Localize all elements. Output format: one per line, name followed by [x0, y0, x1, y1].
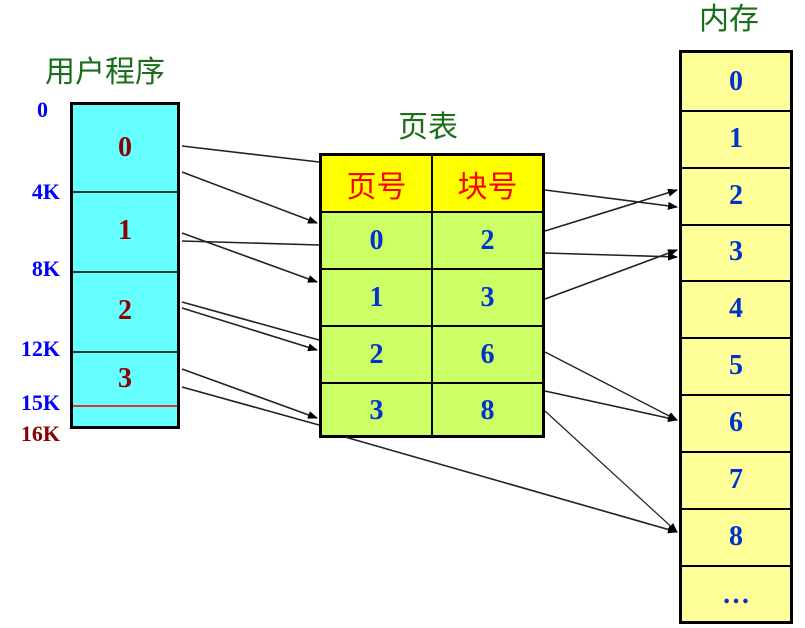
program-page-label: 0 [118, 132, 132, 163]
page-table-row: 2 6 [322, 327, 542, 384]
arrow-table-to-memory [544, 410, 678, 533]
page-number: 3 [322, 384, 433, 438]
memory-block: 1 [682, 110, 790, 169]
memory-block: 7 [682, 451, 790, 510]
program-title: 用户程序 [45, 56, 165, 89]
page-table-title: 页表 [398, 111, 458, 144]
memory-block-label: … [722, 578, 750, 610]
arrow-table-to-memory [544, 249, 678, 300]
arrow-table-to-memory [544, 351, 678, 421]
user-program: 0 1 2 3 [70, 102, 180, 429]
memory-block-label: 4 [729, 292, 743, 324]
block-number: 6 [480, 338, 495, 370]
memory-block-label: 6 [729, 406, 743, 438]
memory-block: 0 [682, 53, 790, 112]
address-label: 0 [37, 97, 48, 122]
memory-block-label: 3 [729, 236, 743, 267]
memory-block-label: 8 [729, 520, 743, 552]
arrow-table-to-memory [544, 189, 678, 210]
block-number: 2 [480, 224, 495, 256]
memory-block: 2 [682, 167, 790, 226]
program-page: 1 [73, 191, 177, 273]
arrow-line [181, 145, 320, 163]
memory-block-label: 7 [729, 463, 743, 495]
memory: 0 1 2 3 4 5 6 7 8 … [679, 50, 793, 624]
page-number: 0 [322, 213, 433, 268]
program-page: 0 [73, 105, 177, 193]
address-label: 12K [20, 336, 60, 361]
page-table: 页号 块号 0 2 1 3 2 6 3 8 [319, 153, 545, 438]
arrow-table-to-memory [544, 188, 678, 232]
memory-block-label: 2 [729, 179, 743, 211]
program-page: 3 [73, 351, 177, 421]
arrow-program-to-table [181, 368, 318, 419]
arrow-line [181, 240, 320, 246]
block-number: 8 [480, 395, 495, 426]
block-number: 3 [480, 281, 495, 313]
arrow-table-to-memory [344, 436, 678, 534]
memory-title: 内存 [699, 3, 759, 36]
end-of-program-marker [73, 405, 177, 407]
memory-block-label: 1 [729, 122, 743, 154]
page-table-header: 页号 块号 [322, 156, 542, 213]
page-number: 1 [322, 270, 433, 325]
arrow-table-to-memory [544, 252, 678, 261]
memory-block: … [682, 565, 790, 624]
memory-block: 4 [682, 280, 790, 339]
arrow-line [181, 301, 320, 341]
address-label: 4K [31, 179, 60, 204]
program-page-label: 3 [118, 363, 132, 394]
address-label: 15K [20, 390, 60, 415]
program-page-label: 1 [118, 215, 132, 246]
program-page-label: 2 [118, 295, 132, 326]
program-page: 2 [73, 271, 177, 353]
arrow-program-to-table [181, 232, 318, 283]
arrow-table-to-memory [544, 390, 678, 422]
header-page-number: 页号 [322, 156, 433, 211]
page-table-row: 3 8 [322, 384, 542, 438]
memory-block: 5 [682, 337, 790, 396]
memory-block: 6 [682, 394, 790, 453]
address-label: 8K [31, 256, 60, 281]
arrow-program-to-table [181, 171, 318, 224]
arrow-program-to-table [181, 307, 318, 352]
page-table-row: 0 2 [322, 213, 542, 270]
arrow-line [181, 386, 320, 426]
memory-block: 3 [682, 224, 790, 282]
page-table-row: 1 3 [322, 270, 542, 327]
memory-block-label: 5 [729, 349, 743, 381]
header-block-number: 块号 [457, 170, 518, 204]
page-number: 2 [322, 327, 433, 382]
memory-block: 8 [682, 508, 790, 567]
memory-block-label: 0 [729, 65, 743, 97]
address-label-end: 16K [20, 421, 60, 446]
